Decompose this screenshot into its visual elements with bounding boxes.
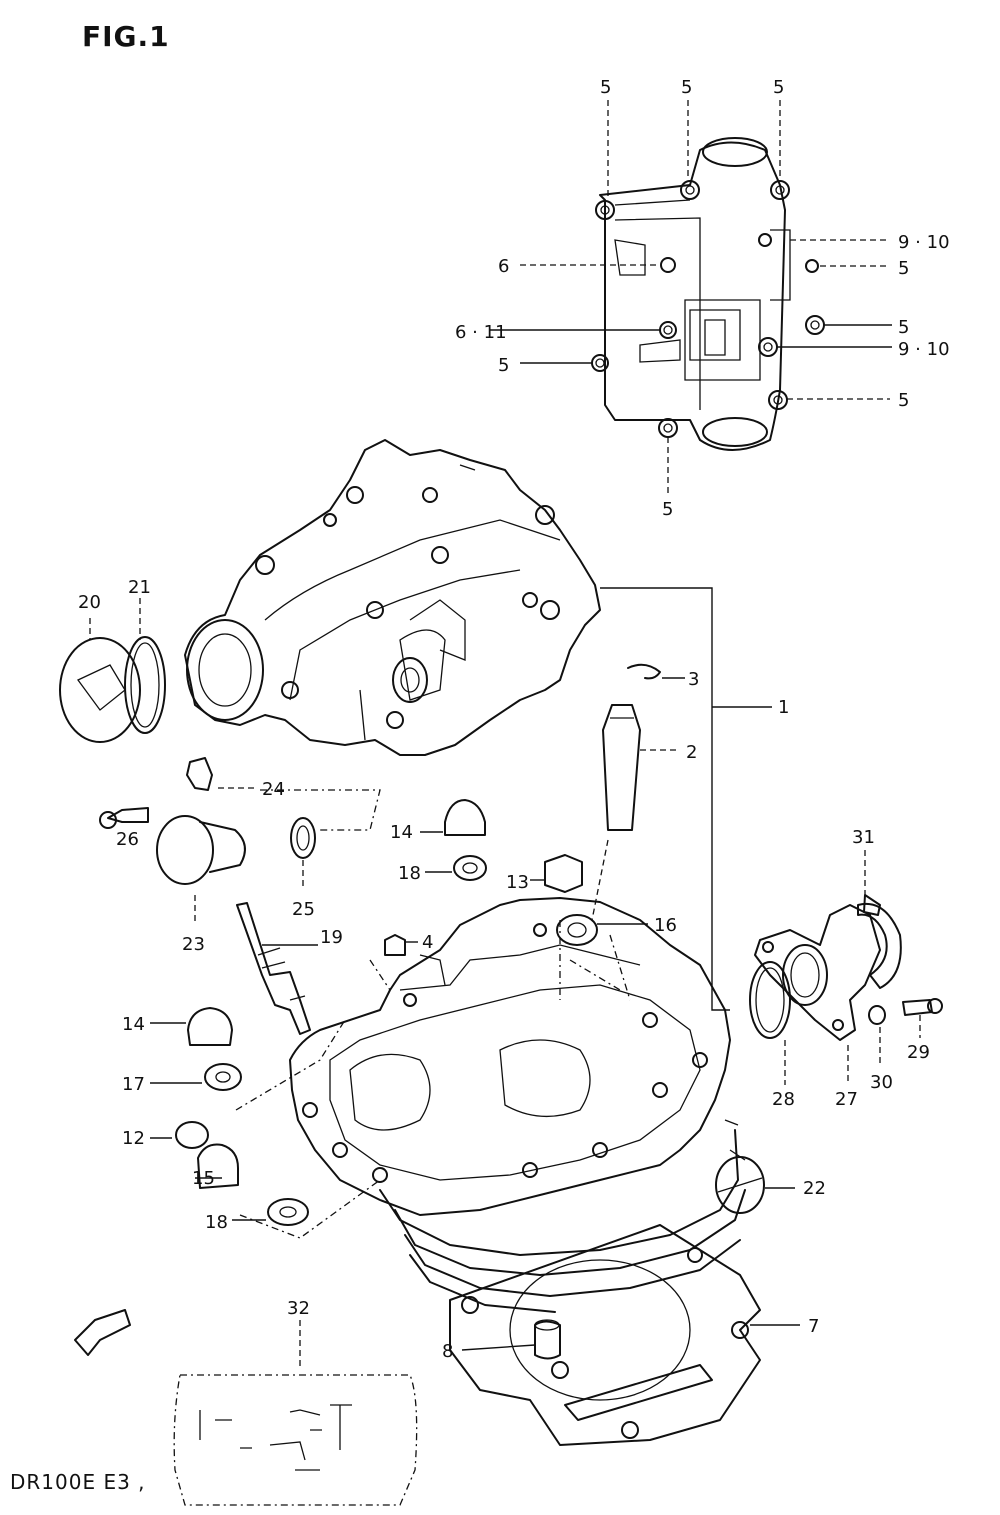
figure-title: FIG.1 (82, 20, 170, 53)
cylinder-gasket (449, 1224, 800, 1446)
callout-9-10: 9 · 10 (898, 232, 950, 253)
callout-5: 5 (898, 258, 909, 279)
caution-label (173, 1320, 418, 1506)
callout-5: 5 (773, 77, 784, 98)
callout-1: 1 (778, 697, 789, 718)
callout-5: 5 (600, 77, 611, 98)
valve-guide (591, 663, 685, 921)
tappet-cap (59, 598, 166, 743)
callout-20: 20 (78, 592, 101, 613)
cap-nuts-lower (150, 1007, 309, 1226)
callout-16: 16 (654, 915, 677, 936)
callout-18: 18 (398, 863, 421, 884)
callout-13: 13 (506, 872, 529, 893)
callout-31: 31 (852, 827, 875, 848)
callout-28: 28 (772, 1089, 795, 1110)
callout-14: 14 (390, 822, 413, 843)
cylinder-head (235, 897, 746, 1313)
part-1-bracket (600, 587, 730, 1011)
callout-12: 12 (122, 1128, 145, 1149)
callout-24: 24 (262, 779, 285, 800)
model-code: DR100E E3 , (10, 1470, 146, 1494)
cap-nuts-upper (384, 799, 648, 956)
tappet-adjust-parts (99, 757, 381, 925)
callout-6-11: 6 · 11 (455, 322, 507, 343)
callout-4: 4 (422, 932, 433, 953)
callout-5: 5 (681, 77, 692, 98)
callout-21: 21 (128, 577, 151, 598)
callout-18: 18 (205, 1212, 228, 1233)
callout-5: 5 (898, 390, 909, 411)
callout-7: 7 (808, 1316, 819, 1337)
callout-15: 15 (192, 1168, 215, 1189)
cylinder-plug (715, 1156, 795, 1214)
callout-32: 32 (287, 1298, 310, 1319)
callout-14: 14 (122, 1014, 145, 1035)
callout-labels: 5 5 5 9 · 10 6 5 6 · 11 5 5 9 · 10 5 5 2… (78, 77, 950, 1362)
cylinder-head-cover (184, 439, 601, 756)
callout-17: 17 (122, 1074, 145, 1095)
spark-plug (236, 902, 318, 1035)
callout-19: 19 (320, 927, 343, 948)
callout-26: 26 (116, 829, 139, 850)
callout-2: 2 (686, 742, 697, 763)
oil-seal (290, 817, 316, 888)
callout-5: 5 (662, 499, 673, 520)
callout-5: 5 (498, 355, 509, 376)
head-cover-detail (490, 100, 892, 495)
callout-9-10: 9 · 10 (898, 339, 950, 360)
callout-5: 5 (898, 317, 909, 338)
intake-pipe (749, 850, 943, 1085)
callout-6: 6 (498, 256, 509, 277)
forward-arrow: FWD (74, 1309, 131, 1356)
callout-30: 30 (870, 1072, 893, 1093)
callout-23: 23 (182, 934, 205, 955)
callout-29: 29 (907, 1042, 930, 1063)
callout-25: 25 (292, 899, 315, 920)
callout-22: 22 (803, 1178, 826, 1199)
callout-3: 3 (688, 669, 699, 690)
callout-27: 27 (835, 1089, 858, 1110)
callout-8: 8 (442, 1341, 453, 1362)
